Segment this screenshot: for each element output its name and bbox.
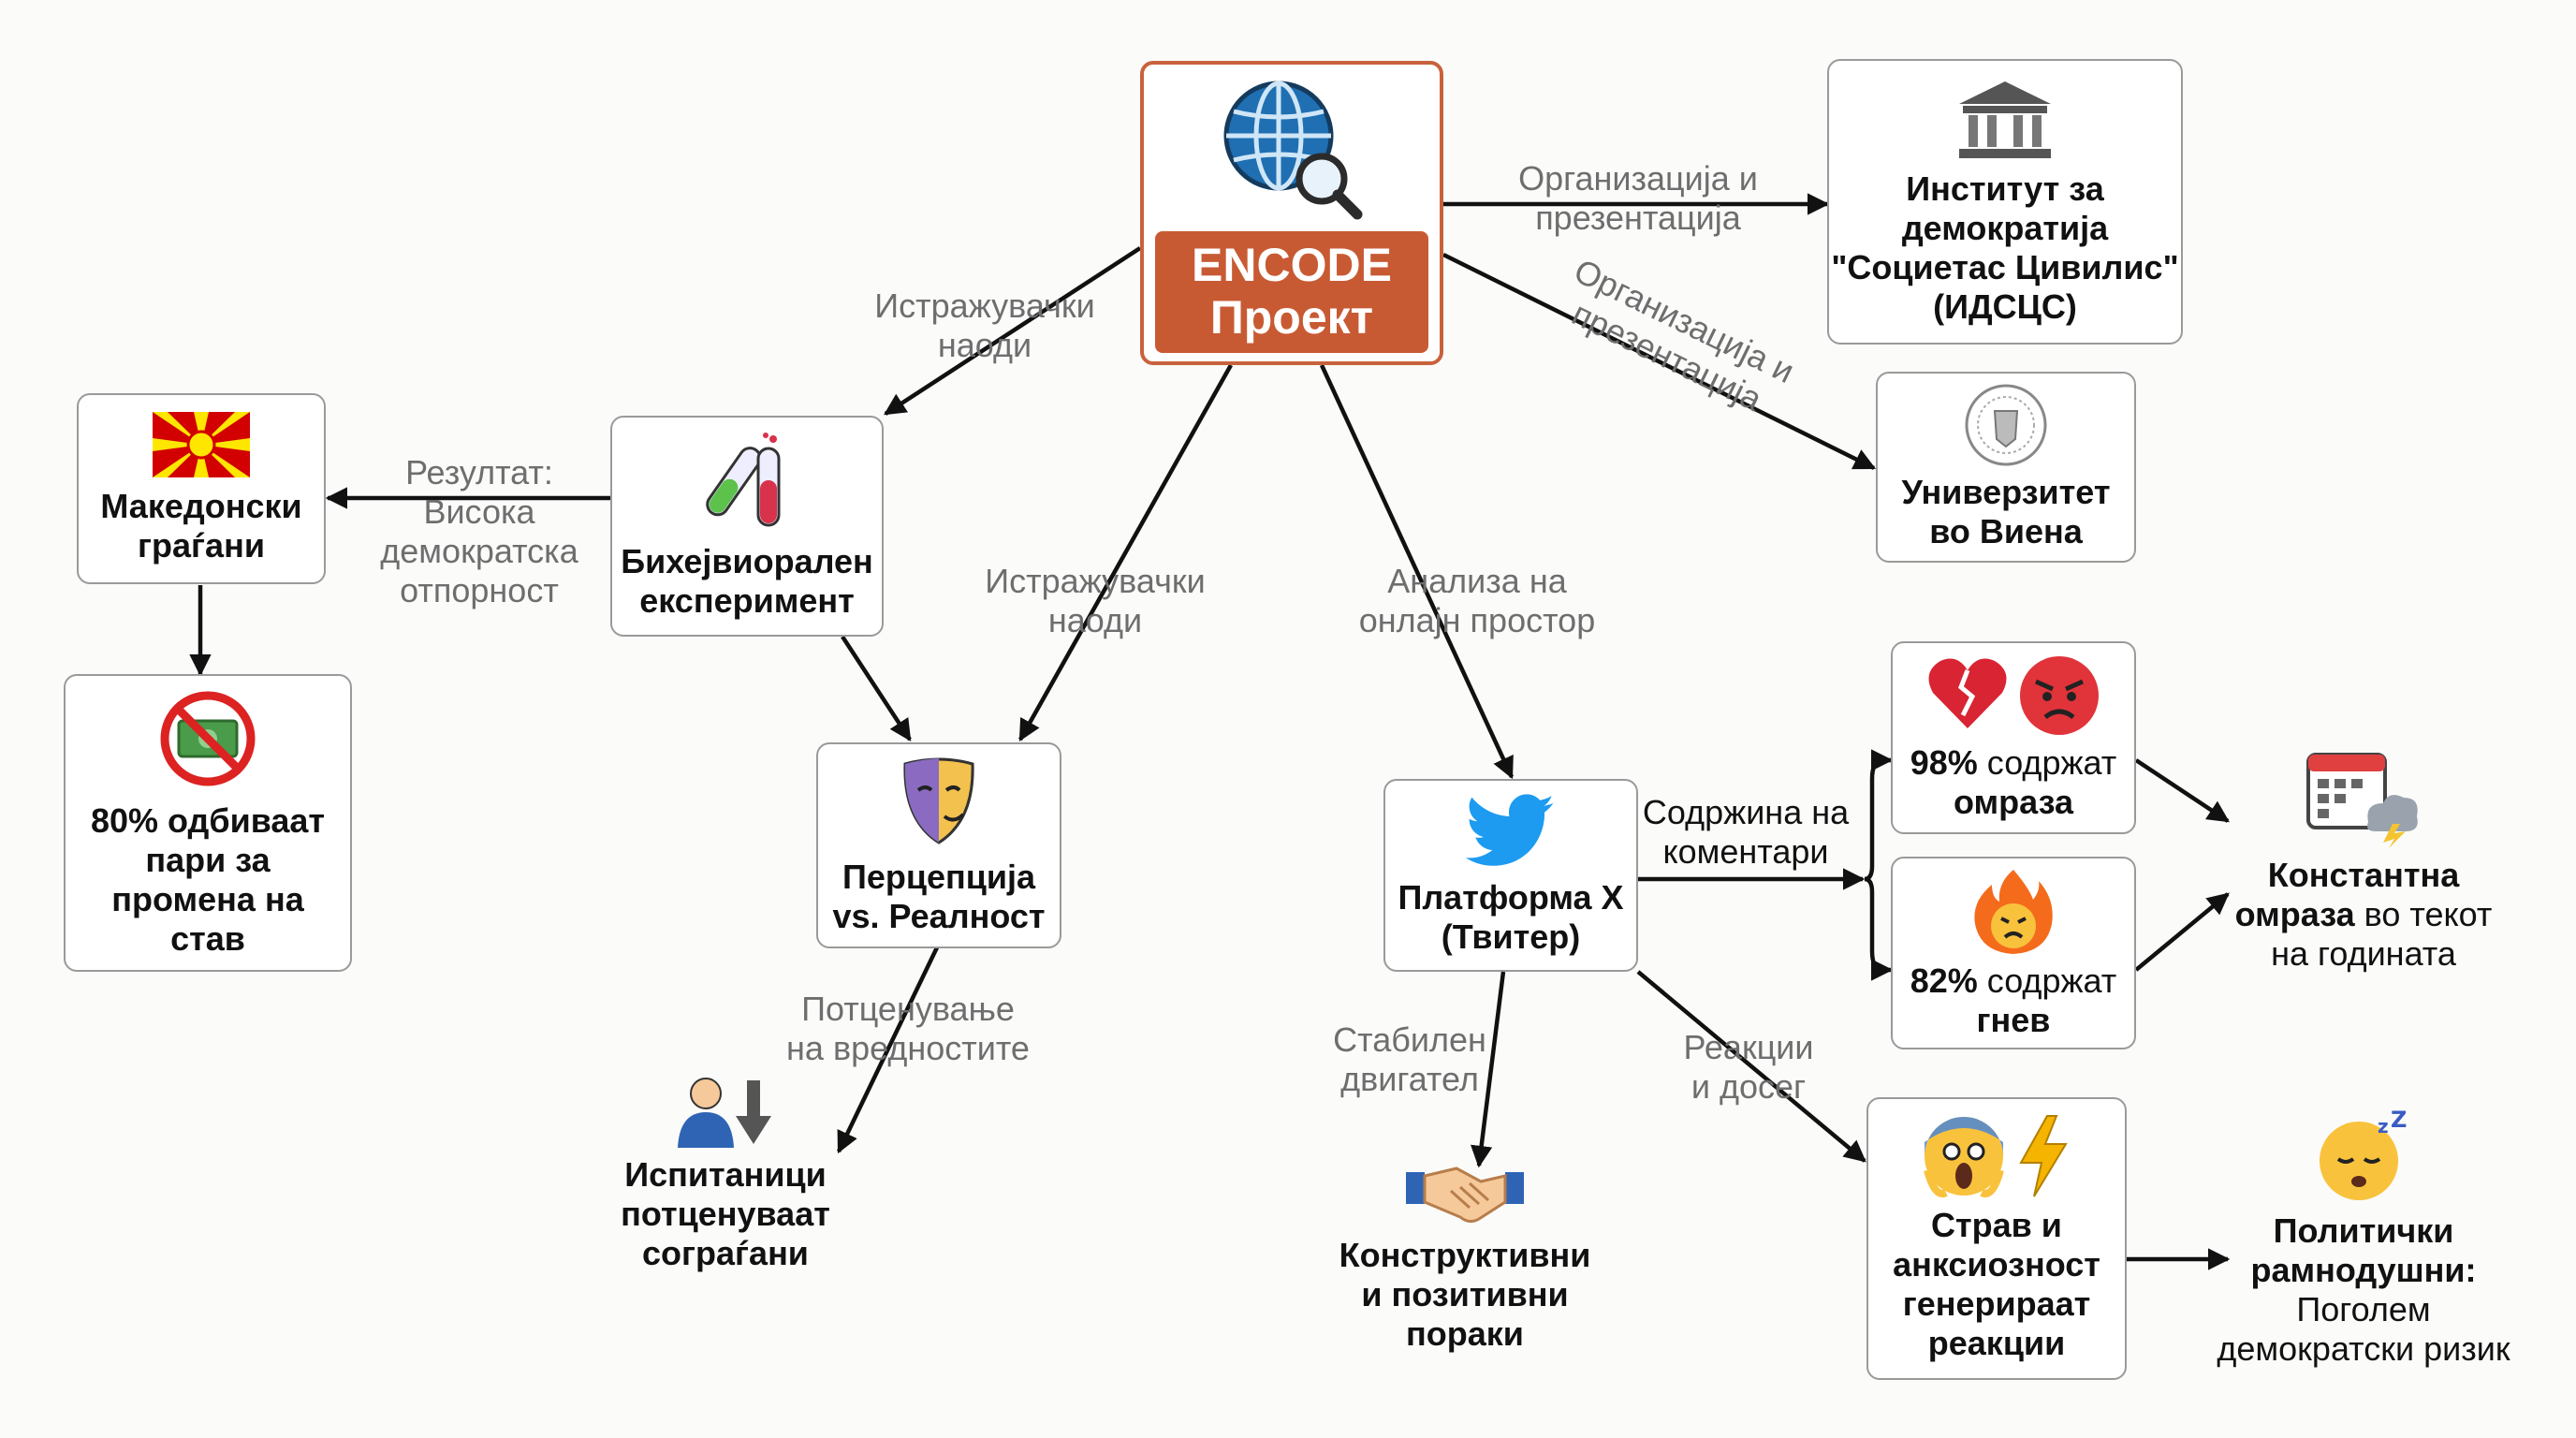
institute-title: Институт за демократија "Социетас Цивили… <box>1831 169 2179 326</box>
macedonian-citizens-node[interactable]: Македонски граѓани <box>77 393 326 584</box>
edge-label-org1: Организација и презентација <box>1518 159 1758 237</box>
encode-project-title: ENCODE Проект <box>1155 230 1428 353</box>
edge-platform-constructive <box>1471 971 1506 1168</box>
platform-x-title: Платформа X (Твитер) <box>1398 878 1624 956</box>
edge-encode-university <box>1442 252 1877 471</box>
refuse-money-title: 80% одбиваат пари за промена на став <box>90 801 326 958</box>
edge-brace-lower <box>1864 876 1884 973</box>
globe-search-icon <box>1223 81 1363 219</box>
edge-encode-experiment <box>884 246 1142 416</box>
perception-reality-title: Перцепција vs. Реалност <box>832 858 1046 935</box>
encode-project-node[interactable]: ENCODE Проект <box>1140 61 1443 365</box>
north-macedonia-flag-icon <box>153 412 250 477</box>
university-title: Универзитет во Виена <box>1901 473 2111 550</box>
edge-label-reactions: Реакции и досег <box>1683 1028 1814 1106</box>
fear-anxiety-node[interactable]: Страв и анксиозност генерираат реакции <box>1866 1097 2127 1380</box>
constructive-messages-node[interactable]: Конструктивни и позитивни пораки <box>1320 1153 1610 1354</box>
constructive-messages-title: Конструктивни и позитивни пораки <box>1339 1236 1591 1353</box>
constant-hate-node[interactable]: Константна омраза во текот на годината <box>2218 745 2509 974</box>
angry-face-icon <box>2020 656 2099 735</box>
university-vienna-node[interactable]: Универзитет во Виена <box>1876 372 2136 563</box>
institution-building-icon <box>1959 81 2051 158</box>
twitter-bird-icon <box>1465 794 1555 866</box>
edge-experiment-perception <box>841 635 912 741</box>
broken-heart-icon <box>1928 658 2007 728</box>
person-down-arrow-icon <box>678 1078 771 1148</box>
refuse-money-node[interactable]: 80% одбиваат пари за промена на став <box>64 674 352 972</box>
edge-label-undervalue: Потценување на вредностите <box>786 990 1030 1067</box>
edge-label-comments: Содржина на коментари <box>1642 793 1850 871</box>
test-tubes-icon <box>706 433 781 527</box>
political-apathy-normal: Поголем демократски ризик <box>2217 1290 2510 1368</box>
sleeping-face-icon: z Z <box>2320 1110 2407 1200</box>
edge-label-findings1: Истражувачки наоди <box>874 286 1095 364</box>
edge-hate-constant <box>2134 758 2230 823</box>
perception-reality-node[interactable]: Перцепција vs. Реалност <box>816 742 1061 948</box>
svg-text:z: z <box>2378 1115 2389 1137</box>
no-money-icon <box>160 691 256 786</box>
edge-platform-fear <box>1636 970 1866 1163</box>
calendar-storm-icon <box>2306 753 2418 848</box>
theater-mask-icon <box>903 757 974 844</box>
edge-label-online: Анализа на онлајн простор <box>1358 562 1596 639</box>
edge-encode-platform <box>1319 364 1515 780</box>
university-seal-icon <box>1965 384 2047 466</box>
screaming-face-icon <box>1924 1117 2004 1197</box>
macedonian-citizens-title: Македонски граѓани <box>100 487 302 565</box>
political-apathy-node[interactable]: z Z Политички рамнодушни: Поголем демокр… <box>2209 1110 2518 1369</box>
edge-brace <box>1864 757 1884 882</box>
handshake-icon <box>1406 1167 1524 1224</box>
edge-encode-perception <box>1018 363 1233 742</box>
institute-idscs-node[interactable]: Институт за демократија "Социетас Цивили… <box>1827 59 2183 345</box>
fear-anxiety-title: Страв и анксиозност генерираат реакции <box>1893 1206 2100 1362</box>
underestimate-node[interactable]: Испитаници потценуваат сограѓани <box>580 1075 871 1273</box>
behavioral-experiment-node[interactable]: Бихејвиорален експеримент <box>610 416 884 637</box>
edge-perception-underestimate <box>836 945 941 1154</box>
constant-hate-title: Константна омраза во текот на годината <box>2234 856 2493 973</box>
fire-face-icon <box>1974 870 2053 954</box>
behavioral-experiment-title: Бихејвиорален експеримент <box>621 542 873 620</box>
svg-text:Z: Z <box>2391 1110 2407 1133</box>
edge-label-findings2: Истражувачки наоди <box>985 562 1206 639</box>
edge-anger-constant <box>2134 892 2230 972</box>
platform-x-node[interactable]: Платформа X (Твитер) <box>1383 779 1638 972</box>
underestimate-title: Испитаници потценуваат сограѓани <box>621 1155 830 1272</box>
edge-label-stable: Стабилен двигател <box>1333 1020 1486 1098</box>
edge-label-result: Резултат: Висока демократска отпорност <box>380 453 578 609</box>
political-apathy-bold: Политички рамнодушни: <box>2250 1211 2477 1289</box>
lightning-icon <box>2019 1115 2068 1197</box>
